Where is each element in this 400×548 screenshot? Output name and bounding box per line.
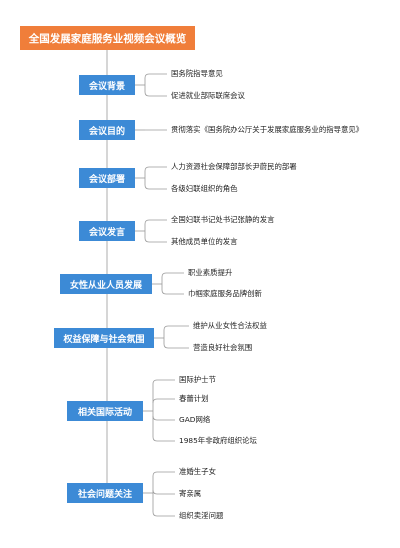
leaf-connector: [144, 166, 167, 172]
leaf-item: 国务院指导意见: [171, 69, 223, 78]
leaf-item: 贯彻落实《国务院办公厅关于发展家庭服务业的指导意见》: [171, 125, 364, 134]
leaf-connector: [152, 471, 175, 477]
leaf-connector: [161, 289, 184, 295]
branch-node: 会议部署: [79, 168, 135, 188]
leaf-item: 准婚生子女: [179, 467, 216, 476]
leaf-connector: [152, 415, 175, 421]
leaf-item: 职业素质提升: [188, 268, 233, 277]
leaf-item: 人力资源社会保障部部长尹蔚民的部署: [171, 162, 297, 171]
branch-node: 社会问题关注: [67, 483, 143, 503]
leaf-connector: [152, 436, 175, 442]
leaf-item: 营造良好社会氛围: [193, 343, 253, 352]
leaf-item: 寄亲属: [179, 489, 202, 498]
leaf-item: 全国妇联书记处书记张静的发言: [171, 215, 275, 224]
leaf-item: 国际护士节: [179, 375, 216, 384]
root-title: 全国发展家庭服务业视频会议概览: [20, 26, 195, 50]
leaf-item: 组织卖淫问题: [179, 511, 224, 520]
leaf-item: 各级妇联组织的角色: [171, 184, 238, 193]
leaf-connector: [161, 272, 184, 278]
leaf-connector: [152, 511, 175, 517]
branch-node: 女性从业人员发展: [60, 274, 152, 294]
leaf-item: 春蕾计划: [179, 394, 209, 403]
leaf-connector: [163, 343, 189, 349]
branch-node: 会议背景: [79, 75, 135, 95]
leaf-connector: [144, 73, 167, 79]
leaf-item: 1985年非政府组织论坛: [179, 436, 257, 445]
branch-node: 会议目的: [79, 120, 135, 140]
leaf-connector: [144, 219, 167, 225]
leaf-item: 巾帼家庭服务品牌创新: [188, 289, 262, 298]
leaf-connector: [152, 489, 175, 495]
branch-node: 会议发言: [79, 221, 135, 241]
leaf-connector: [152, 398, 175, 404]
leaf-item: 维护从业女性合法权益: [193, 321, 267, 330]
leaf-connector: [144, 237, 167, 243]
leaf-item: 促进就业部际联席会议: [171, 91, 245, 100]
leaf-item: GAD网络: [179, 415, 211, 424]
leaf-connector: [144, 91, 167, 97]
branch-node: 相关国际活动: [67, 401, 143, 421]
leaf-connector: [144, 184, 167, 190]
leaf-connector: [163, 325, 189, 331]
leaf-item: 其他成员单位的发言: [171, 237, 238, 246]
branch-node: 权益保障与社会氛围: [54, 328, 154, 348]
leaf-connector: [152, 379, 175, 385]
